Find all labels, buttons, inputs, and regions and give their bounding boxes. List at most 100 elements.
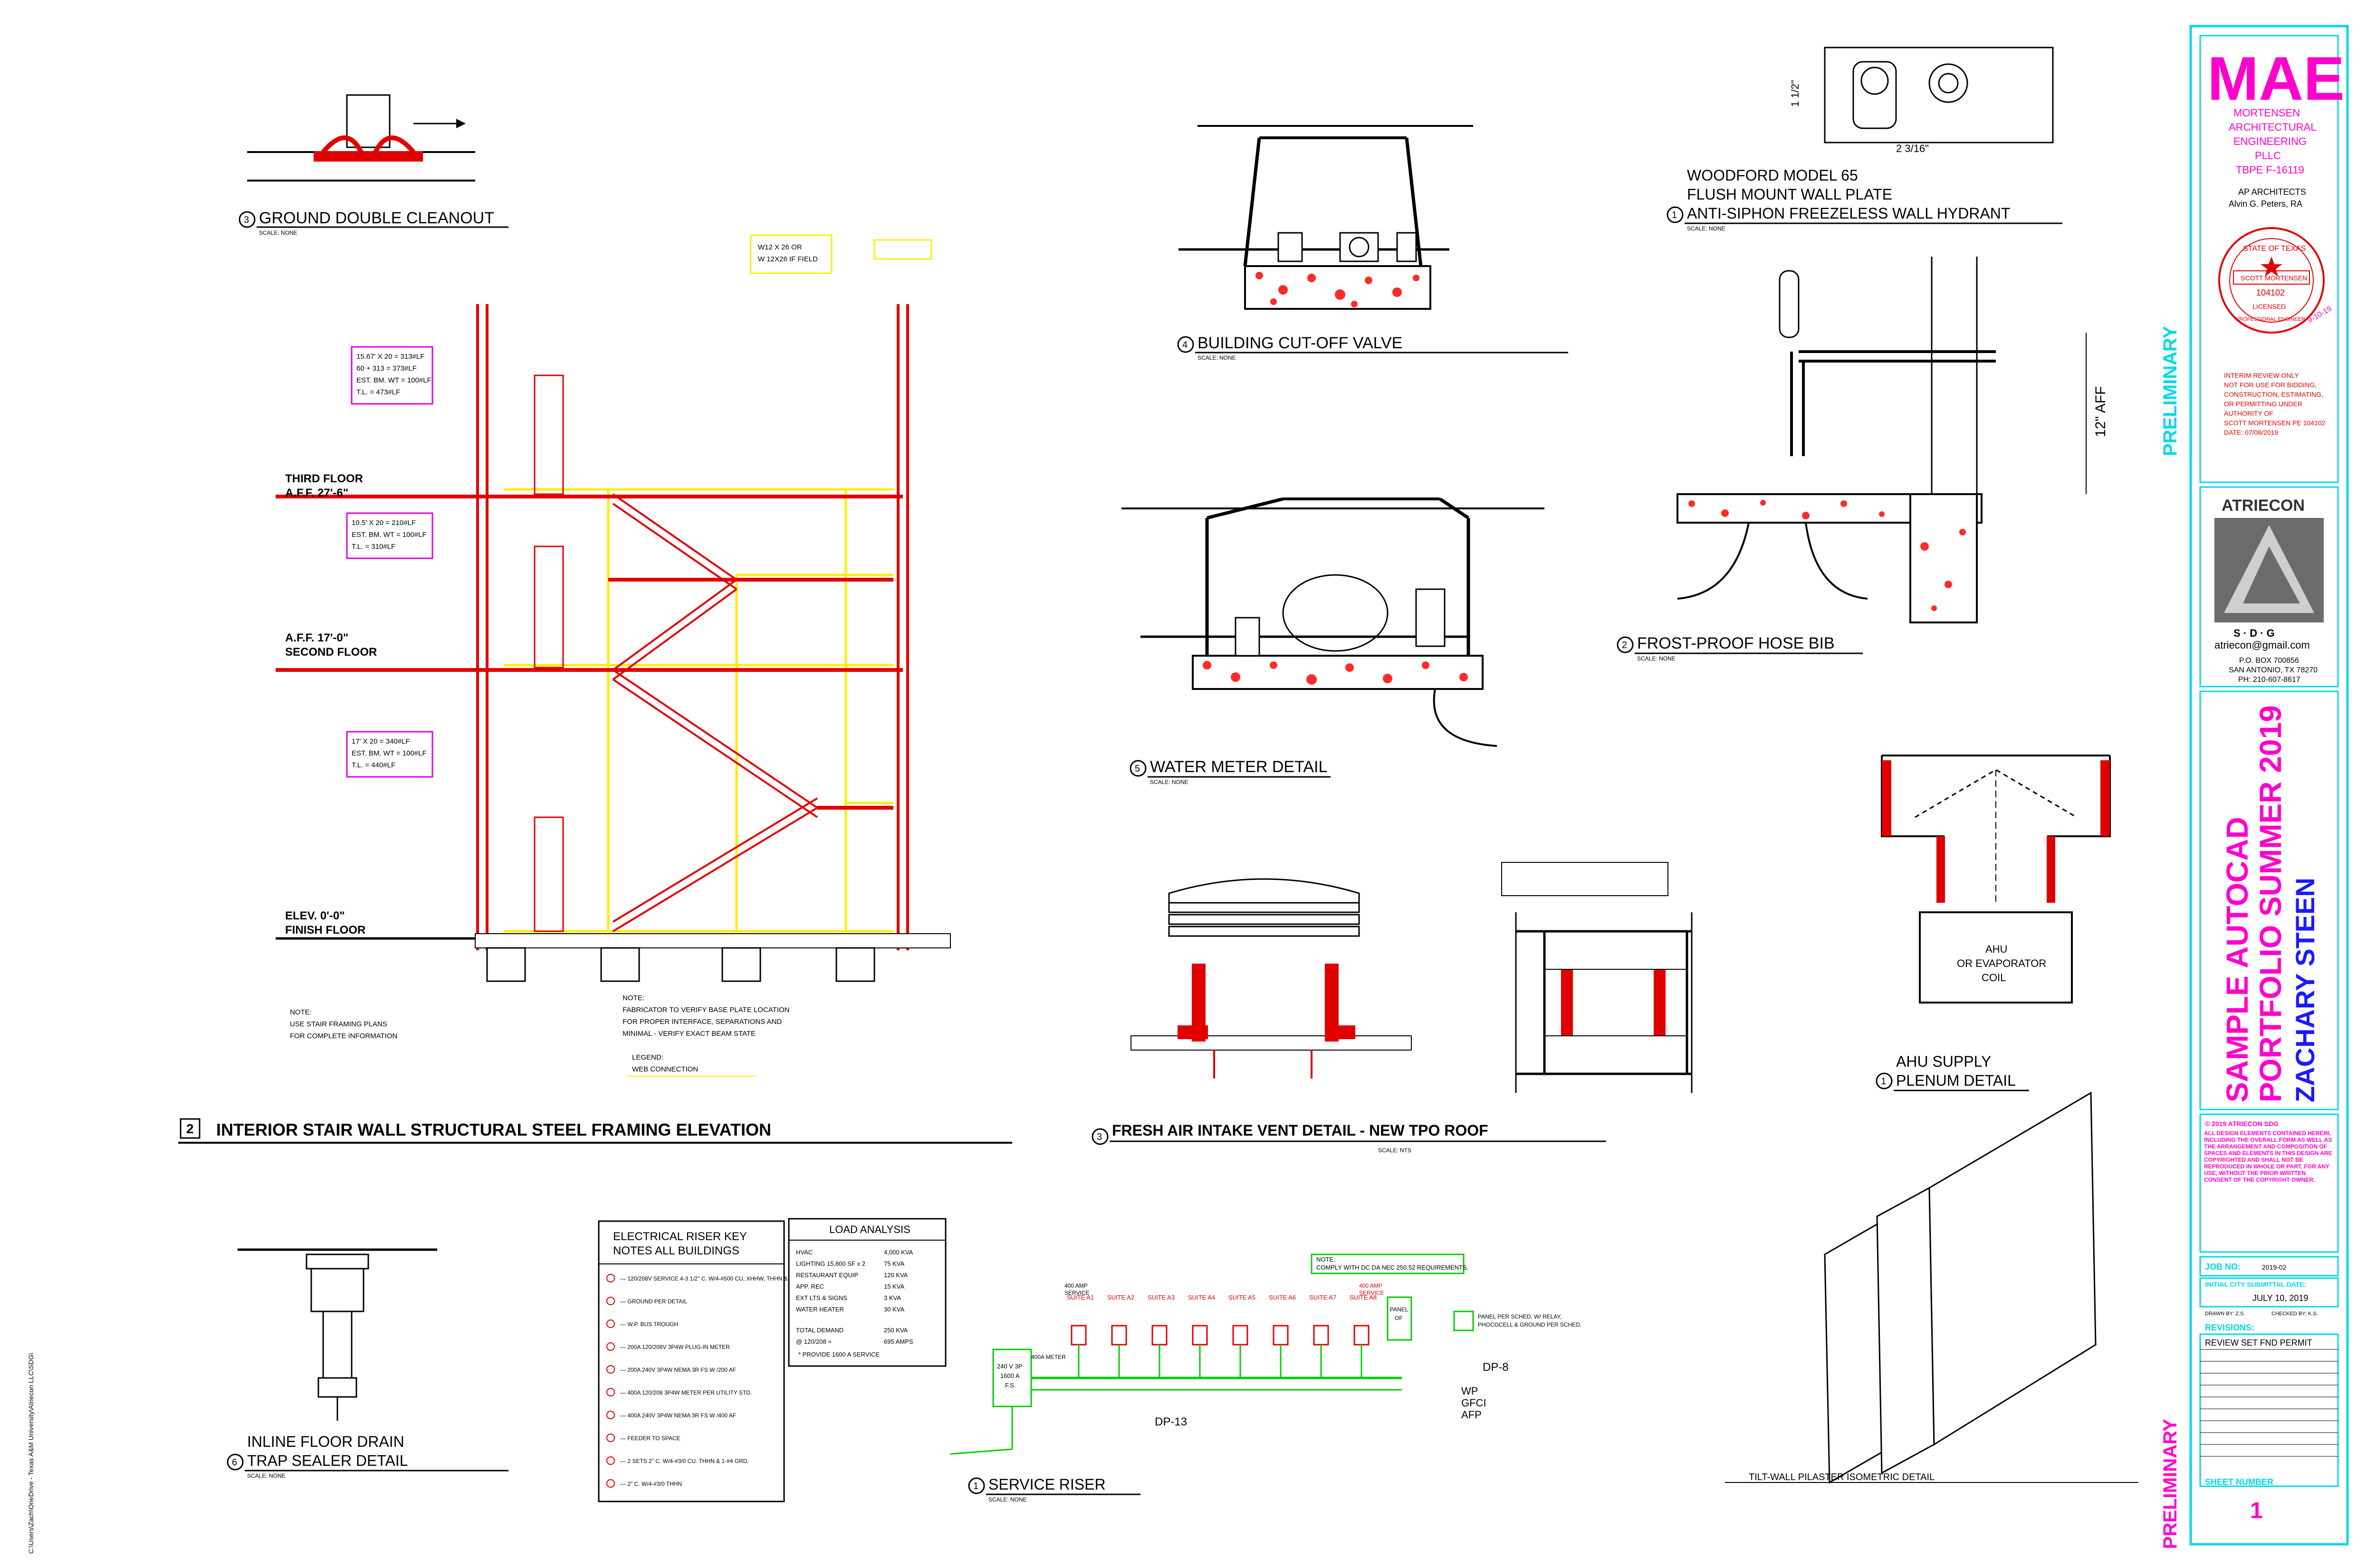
building-cutoff-valve-detail: 4 BUILDING CUT-OFF VALVE SCALE: NONE (1177, 125, 1568, 361)
note-line: W 12X26 IF FIELD (758, 255, 818, 263)
detail-scale: SCALE: NONE (259, 229, 297, 236)
suite-label: SUITE A7 (1309, 1294, 1336, 1301)
note-line: LEGEND: (632, 1053, 663, 1061)
key-note-marker (606, 1456, 615, 1465)
company-name: ATRIECON (2222, 497, 2305, 515)
detail-number: 2 (1622, 640, 1627, 650)
suite-label: SUITE A4 (1188, 1294, 1215, 1301)
key-note-item: — 200A 120/208V 3P4W PLUG-IN METER (620, 1344, 730, 1350)
load-row-label: TOTAL DEMAND (796, 1327, 843, 1334)
interim-note-line: DATE: 07/08/2019 (2224, 429, 2278, 436)
detail-subtitle: INLINE FLOOR DRAIN (247, 1433, 404, 1450)
beam-calc-box-1: 15.67' X 20 = 313#LF 60 + 313 = 373#LF E… (351, 346, 433, 405)
service-amps: 400 AMP (1359, 1282, 1382, 1289)
suite-label: SUITE A8 (1350, 1294, 1377, 1301)
detail-scale: SCALE: NONE (1150, 779, 1188, 785)
detail-number: 1 (1672, 210, 1677, 220)
drawn-by: DRAWN BY: Z.S. (2205, 1311, 2245, 1317)
dp-label: DP-8 (1483, 1361, 1509, 1374)
submittal-label: INITIAL CITY SUBMITTAL DATE: (2205, 1281, 2306, 1288)
calc-line: EST. BM. WT = 100#LF (352, 531, 427, 539)
firm-name: PLLC (2255, 150, 2281, 162)
seal-text: LICENSED (2252, 303, 2286, 310)
suite-meter (1273, 1325, 1289, 1346)
preliminary-stamp-top: PRELIMINARY (2160, 326, 2181, 456)
detail-number: 1 (1881, 1076, 1886, 1087)
load-row-value: 75 KVA (884, 1260, 904, 1267)
detail-number: 2 (186, 1121, 194, 1136)
yellow-legend: LEGEND: WEB CONNECTION (627, 1053, 756, 1077)
key-note-item: — GROUND PER DETAIL (620, 1298, 687, 1305)
company-address: SAN ANTONIO, TX 78270 (2229, 666, 2318, 674)
main-disconnect-label: 1600 A (1000, 1372, 1020, 1379)
interim-note-line: OR PERMITTING UNDER (2224, 400, 2302, 408)
author-name: ZACHARY STEEN (2290, 878, 2320, 1102)
suite-meter (1111, 1325, 1127, 1346)
detail-number: 5 (1135, 764, 1140, 774)
wp-label: AFP (1461, 1409, 1482, 1421)
detail-number: 4 (1182, 340, 1188, 350)
panel-note: PANEL PER SCHED. W/ RELAY, (1478, 1313, 1562, 1320)
floor-elevation-second: A.F.F. 17'-0" (285, 631, 348, 644)
project-title: PORTFOLIO SUMMER 2019 (2253, 705, 2288, 1102)
calc-line: 10.5' X 20 = 210#LF (352, 519, 416, 527)
key-note-marker (606, 1342, 615, 1351)
dp-label: DP-13 (1155, 1415, 1187, 1428)
main-disconnect-label: 240 V 3P (997, 1363, 1023, 1370)
suite-label: SUITE A6 (1269, 1294, 1296, 1301)
load-row-value: 695 AMPS (884, 1338, 913, 1345)
service-amps: 400 AMP (1064, 1282, 1088, 1289)
key-note-marker (606, 1479, 615, 1488)
key-note-item: — 200A 240V 3P4W NEMA 3R FS W /200 AF (620, 1367, 736, 1373)
load-analysis-title: LOAD ANALYSIS (829, 1224, 910, 1235)
detail-title: PLENUM DETAIL (1896, 1072, 2016, 1089)
calc-line: T.L. = 473#LF (356, 388, 400, 396)
beam-calc-box-2: 10.5' X 20 = 210#LF EST. BM. WT = 100#LF… (346, 512, 433, 559)
panel-note: PHOCOCELL & GROUND PER SCHED. (1478, 1321, 1581, 1328)
tilt-wall-detail: TILT-WALL PILASTER ISOMETRIC DETAIL (1725, 1091, 2138, 1484)
detail-title: GROUND DOUBLE CLEANOUT (259, 209, 494, 227)
detail-subtitle: FLUSH MOUNT WALL PLATE (1687, 186, 1892, 203)
seal-text: SCOTT MORTENSEN (2241, 274, 2307, 282)
revisions-label: REVISIONS: (2205, 1323, 2254, 1332)
stair-elevation-detail: THIRD FLOOR A.F.F. 27'-6" A.F.F. 17'-0" … (178, 234, 1012, 1144)
detail-title: INTERIOR STAIR WALL STRUCTURAL STEEL FRA… (216, 1120, 771, 1139)
calc-line: 60 + 313 = 373#LF (356, 364, 417, 373)
note-line: W12 X 26 OR (758, 243, 802, 251)
floor-label-finish: FINISH FLOOR (285, 924, 365, 937)
key-note-item: — FEEDER TO SPACE (620, 1435, 680, 1442)
load-row-label: APP. REC (796, 1283, 824, 1290)
calc-line: T.L. = 440#LF (352, 761, 395, 769)
floor-label-third: THIRD FLOOR (285, 472, 363, 485)
key-note-marker (606, 1274, 615, 1282)
calc-line: T.L. = 310#LF (352, 543, 395, 551)
main-disconnect-label: F.S. (1005, 1382, 1016, 1389)
riser-note: COMPLY WITH DC DA NEC 250.52 REQUIREMENT… (1316, 1264, 1468, 1271)
company-sub: S · D · G (2233, 627, 2275, 639)
riser-note-title: NOTE: (1316, 1256, 1335, 1263)
architect-name: Alvin G. Peters, RA (2229, 199, 2302, 209)
load-row-value: 15 KVA (884, 1283, 904, 1290)
detail-title: BUILDING CUT-OFF VALVE (1198, 334, 1402, 352)
note-line: MINIMAL - VERIFY EXACT BEAM STATE (623, 1030, 756, 1038)
file-path: C:\Users\Zach\OneDrive - Texas A&M Unive… (27, 1353, 35, 1554)
detail-title: SERVICE RISER (988, 1476, 1106, 1493)
detail-number: 6 (232, 1457, 237, 1468)
beam-calc-box-3: 17' X 20 = 340#LF EST. BM. WT = 100#LF T… (346, 731, 433, 778)
note-line: NOTE: (623, 994, 644, 1002)
key-note-marker (606, 1411, 615, 1419)
firm-name: MORTENSEN (2233, 107, 2300, 119)
dimension-label: 2 3/16" (1896, 143, 1929, 154)
key-note-marker (606, 1297, 615, 1305)
firm-license: TBPE F-16119 (2236, 164, 2304, 176)
note-line: NOTE: (290, 1008, 312, 1016)
ahu-box-label: OR EVAPORATOR (1957, 957, 2046, 969)
yellow-note-1: NOTE: USE STAIR FRAMING PLANS FOR COMPLE… (290, 1008, 397, 1040)
service-riser-diagram: NOTE: COMPLY WITH DC DA NEC 250.52 REQUI… (950, 1253, 1581, 1503)
detail-title: FRESH AIR INTAKE VENT DETAIL - NEW TPO R… (1112, 1122, 1488, 1139)
water-meter-detail: 5 WATER METER DETAIL SCALE: NONE (1121, 497, 1544, 785)
ahu-box-label: COIL (1982, 972, 2006, 984)
interim-note-line: CONSTRUCTION, ESTIMATING, (2224, 391, 2323, 398)
suite-label: SUITE A1 (1067, 1294, 1094, 1301)
floor-label-second: SECOND FLOOR (285, 646, 377, 659)
